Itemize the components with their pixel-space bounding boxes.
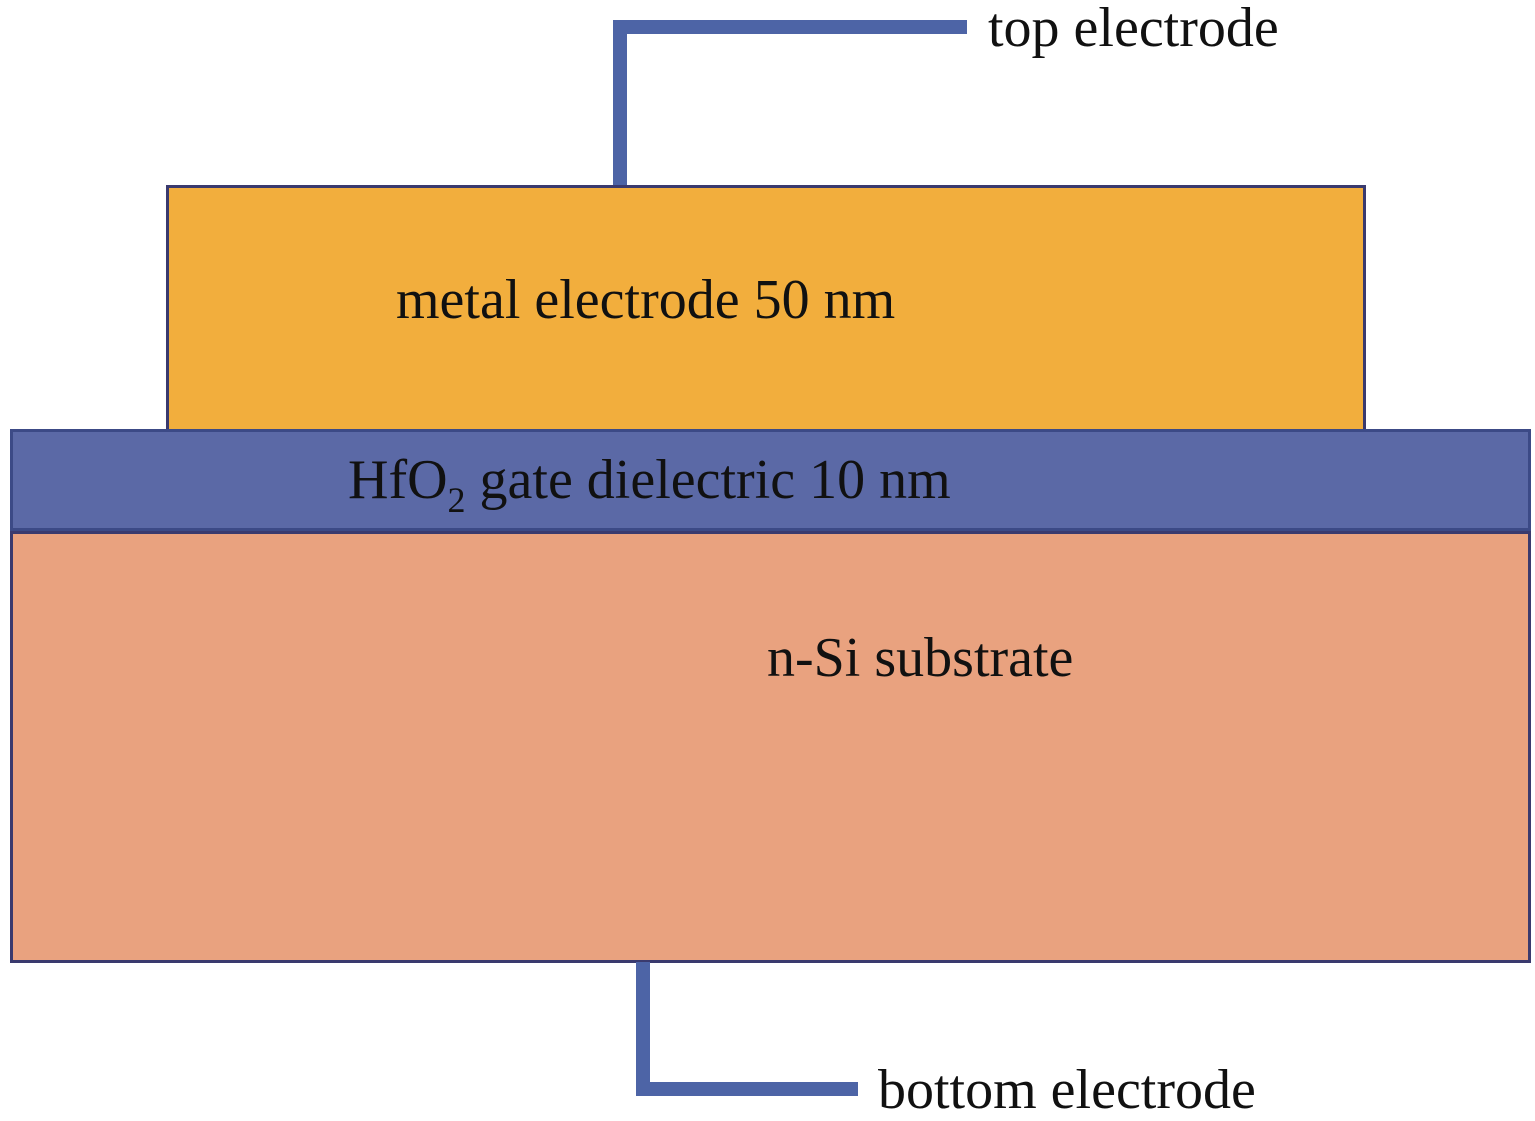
dielectric-label-subscript: 2: [447, 480, 466, 520]
dielectric-label: HfO2 gate dielectric 10 nm: [348, 449, 951, 518]
dielectric-label-suffix: gate dielectric 10 nm: [465, 449, 951, 511]
top-electrode-label: top electrode: [988, 0, 1279, 59]
bottom-electrode-label: bottom electrode: [878, 1059, 1256, 1121]
substrate-label: n-Si substrate: [767, 627, 1074, 689]
dielectric-label-prefix: HfO: [348, 449, 448, 511]
bottom-electrode-wire-vertical: [636, 962, 650, 1096]
metal-electrode-layer: [166, 185, 1366, 435]
bottom-electrode-wire-horizontal: [636, 1082, 858, 1096]
metal-electrode-label: metal electrode 50 nm: [396, 269, 896, 331]
top-electrode-wire-horizontal: [613, 20, 967, 34]
n-si-substrate-layer: [10, 531, 1531, 963]
hfo2-dielectric-layer: [10, 429, 1531, 531]
top-electrode-wire-vertical: [613, 20, 627, 186]
